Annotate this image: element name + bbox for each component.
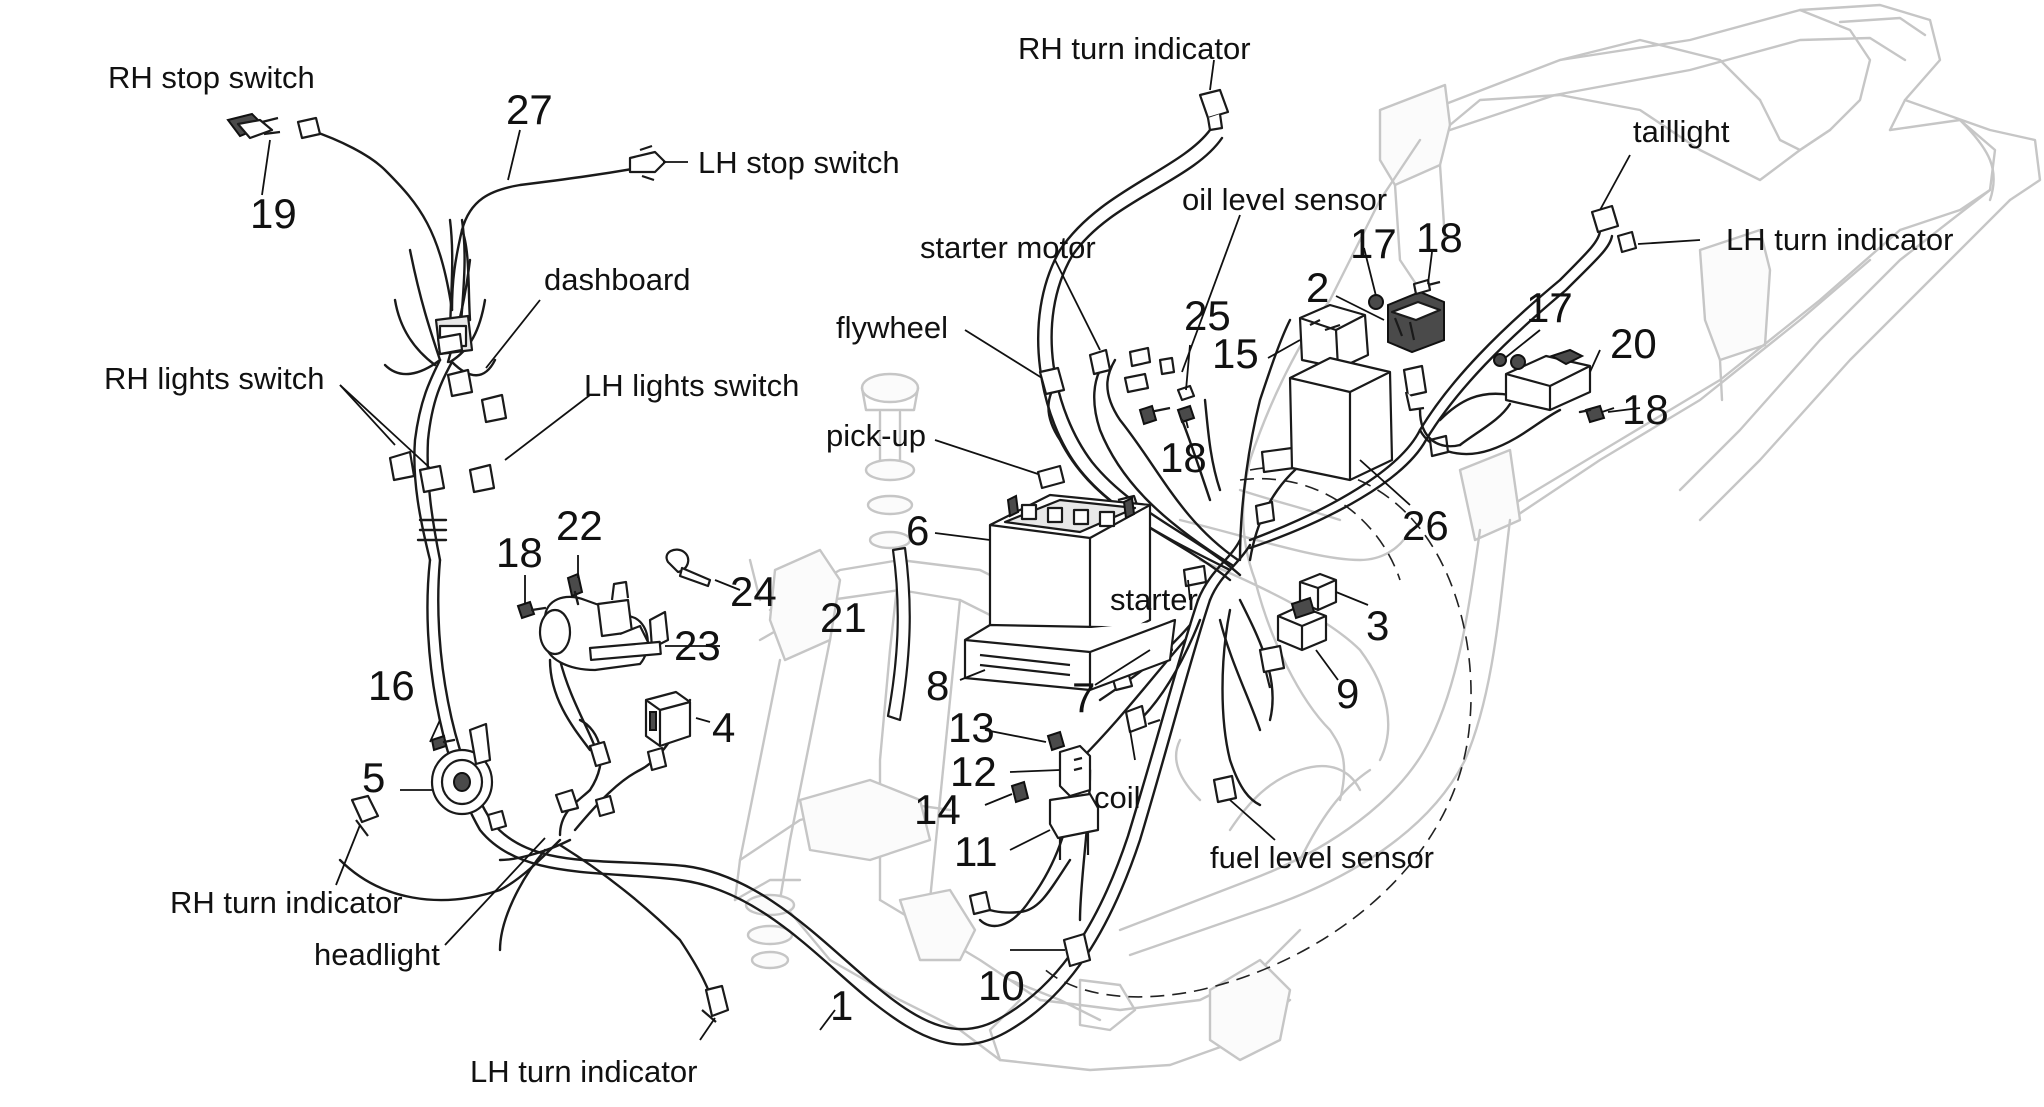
label-lh-turn-indicator-front: LH turn indicator (470, 1054, 697, 1089)
components (430, 278, 1606, 968)
callout-5: 5 (362, 754, 385, 801)
callout-24: 24 (730, 568, 777, 615)
callout-10: 10 (978, 962, 1025, 1009)
label-starter: starter (1110, 582, 1198, 617)
label-headlight: headlight (314, 937, 440, 972)
label-dashboard: dashboard (544, 262, 691, 297)
callout-17-top: 17 (1350, 220, 1397, 267)
callout-16: 16 (368, 662, 415, 709)
label-starter-motor: starter motor (920, 230, 1096, 265)
callout-12: 12 (950, 748, 997, 795)
callout-17-right: 17 (1526, 284, 1573, 331)
callout-26: 26 (1402, 502, 1449, 549)
callout-15: 15 (1212, 330, 1259, 377)
callout-6: 6 (906, 507, 929, 554)
rear-wheel-outline (1039, 465, 1472, 998)
callout-20: 20 (1610, 320, 1657, 367)
callout-13: 13 (948, 704, 995, 751)
callout-4: 4 (712, 704, 735, 751)
callout-18-right: 18 (1622, 386, 1669, 433)
scooter-frame (733, 3, 2042, 1072)
connectors (350, 88, 1638, 1023)
callout-23: 23 (674, 622, 721, 669)
callout-18-left: 18 (496, 529, 543, 576)
label-rh-turn-indicator-top: RH turn indicator (1018, 31, 1251, 66)
label-flywheel: flywheel (836, 310, 948, 345)
label-coil: coil (1094, 780, 1141, 815)
callout-14: 14 (914, 786, 961, 833)
callout-22: 22 (556, 502, 603, 549)
label-rh-turn-indicator-front: RH turn indicator (170, 885, 403, 920)
text-labels: RH stop switch LH stop switch dashboard … (104, 31, 1953, 1089)
label-lh-turn-indicator-rear: LH turn indicator (1726, 222, 1953, 257)
callout-2: 2 (1306, 264, 1329, 311)
callout-19: 19 (250, 190, 297, 237)
callout-11: 11 (954, 828, 998, 875)
label-oil-level-sensor: oil level sensor (1182, 182, 1387, 217)
callout-18-center: 18 (1160, 434, 1207, 481)
callout-9: 9 (1336, 670, 1359, 717)
label-lh-stop-switch: LH stop switch (698, 145, 900, 180)
callout-8: 8 (926, 662, 949, 709)
label-taillight: taillight (1633, 114, 1730, 149)
callout-numbers: 19 27 18 22 24 23 16 5 4 21 1 6 8 7 13 1… (250, 86, 1669, 1029)
callout-21: 21 (820, 594, 867, 641)
label-pick-up: pick-up (826, 418, 926, 453)
leader-lines (261, 59, 1701, 1041)
label-rh-lights-switch: RH lights switch (104, 361, 325, 396)
label-rh-stop-switch: RH stop switch (108, 60, 315, 95)
callout-27: 27 (506, 86, 553, 133)
rh-stop-switch-part (226, 112, 281, 140)
label-fuel-level-sensor: fuel level sensor (1210, 840, 1434, 875)
callout-25: 25 (1184, 292, 1231, 339)
callout-18-top: 18 (1416, 214, 1463, 261)
callout-3: 3 (1366, 602, 1389, 649)
callout-7: 7 (1072, 674, 1095, 721)
label-lh-lights-switch: LH lights switch (584, 368, 799, 403)
callout-1: 1 (830, 982, 853, 1029)
